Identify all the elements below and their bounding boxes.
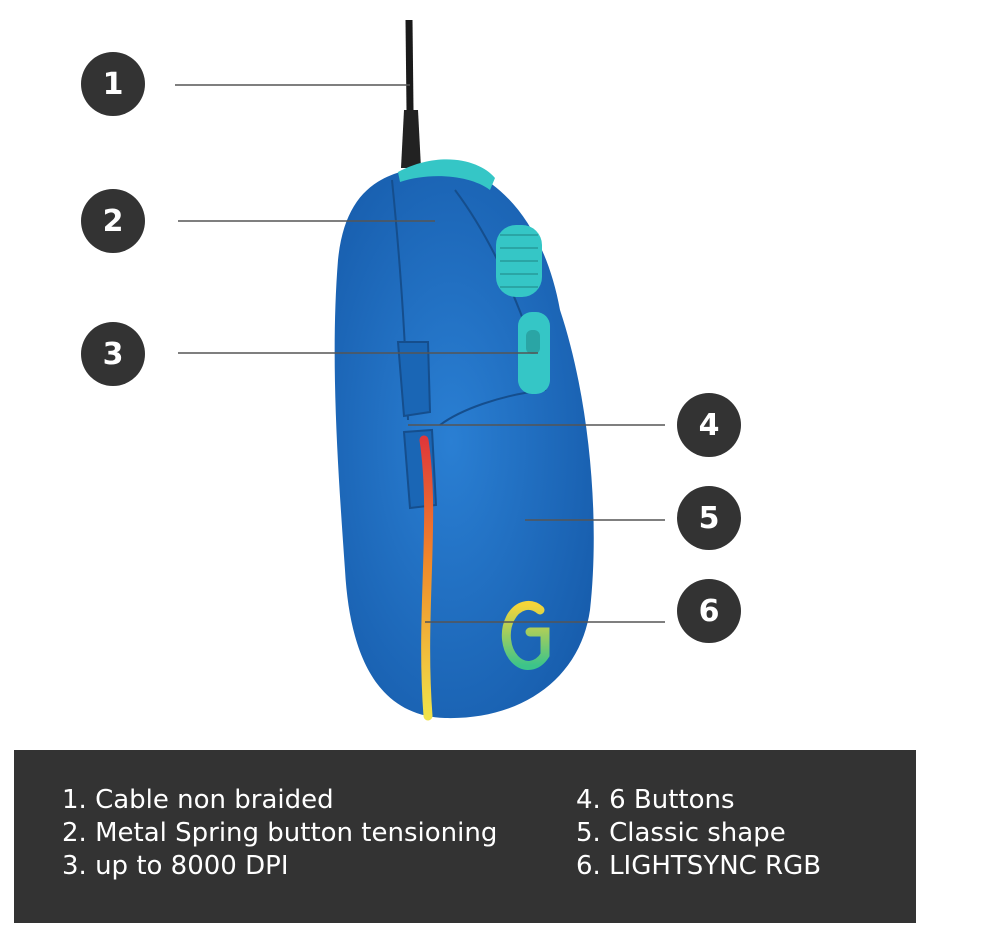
mouse-diagram (175, 19, 665, 721)
legend-item: 4. 6 Buttons (576, 785, 735, 815)
legend-item: 2. Metal Spring button tensioning (62, 818, 498, 848)
side-button-forward (396, 341, 432, 418)
legend-column-right: 4. 6 Buttons 5. Classic shape 6. LIGHTSY… (576, 784, 821, 883)
callout-1: 1 (81, 52, 145, 116)
legend-item: 1. Cable non braided (62, 785, 334, 815)
g-logo-icon (501, 600, 550, 670)
legend-item: 5. Classic shape (576, 818, 786, 848)
rgb-light-strip (419, 435, 434, 721)
callout-4: 4 (677, 393, 741, 457)
mouse-body (334, 165, 594, 719)
legend-column-left: 1. Cable non braided 2. Metal Spring but… (62, 784, 497, 883)
callout-2: 2 (81, 189, 145, 253)
callout-6: 6 (677, 579, 741, 643)
legend-item: 3. up to 8000 DPI (62, 851, 289, 881)
callout-5: 5 (677, 486, 741, 550)
cable-strain-relief (401, 110, 421, 168)
legend-panel: 1. Cable non braided 2. Metal Spring but… (14, 750, 916, 923)
front-accent (398, 159, 495, 190)
cable (405, 19, 414, 111)
callout-3: 3 (81, 322, 145, 386)
legend-item: 6. LIGHTSYNC RGB (576, 851, 822, 881)
